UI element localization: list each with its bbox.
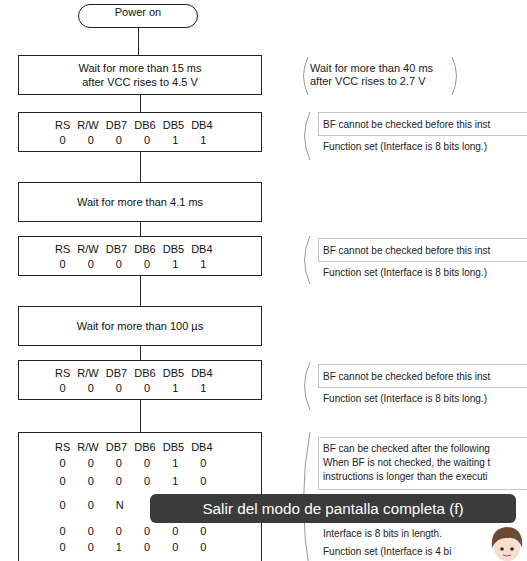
register-bits: 0 0 0 0 1 0: [60, 457, 207, 470]
avatar-icon: [492, 527, 522, 561]
instruction-box: RS R/W DB7 DB6 DB5 DB4 0 0 0 0 1 1: [18, 112, 262, 152]
note-frame: [319, 113, 527, 136]
bracket: [452, 57, 457, 95]
register-header: RS R/W DB7 DB6 DB5 DB4: [55, 243, 213, 256]
register-header: RS R/W DB7 DB6 DB5 DB4: [55, 441, 213, 454]
bracket: [305, 236, 311, 284]
instruction-box: RS R/W DB7 DB6 DB5 DB4 0 0 0 0 1 1: [18, 360, 262, 400]
note-text: instructions is longer than the executi: [323, 470, 488, 483]
register-bits: 0 0 0 0 0 0: [60, 525, 207, 538]
flow-line: [140, 152, 141, 182]
fullscreen-tooltip: Salir del modo de pantalla completa (f): [150, 494, 516, 523]
register-header: RS R/W DB7 DB6 DB5 DB4: [55, 119, 213, 132]
note-text: Function set (Interface is 8 bits long.): [323, 140, 487, 153]
process-box: Wait for more than 4.1 ms: [18, 182, 262, 222]
note-text: Function set (Interface is 4 bi: [323, 545, 451, 558]
note-text: Interface is 8 bits in length.: [323, 527, 442, 540]
step-text: Wait for more than 4.1 ms: [77, 195, 203, 209]
terminal-label: Power on: [79, 5, 197, 19]
register-header: RS R/W DB7 DB6 DB5 DB4: [55, 367, 213, 380]
flow-line: [140, 276, 141, 306]
note-text: BF cannot be checked before this inst: [323, 118, 490, 131]
note-text: Wait for more than 40 ms after VCC rises…: [310, 62, 450, 88]
note-text: BF can be checked after the following: [323, 442, 490, 455]
instruction-box: RS R/W DB7 DB6 DB5 DB4 0 0 0 0 1 1: [18, 236, 262, 276]
terminal-box: Power on: [78, 4, 198, 28]
step-text: Wait for more than 15 ms after VCC rises…: [70, 61, 210, 89]
bracket: [305, 362, 311, 410]
note-text: BF cannot be checked before this inst: [323, 370, 490, 383]
flow-line: [140, 222, 141, 236]
register-bits: 0 0 1 0 0 0: [60, 541, 207, 554]
flow-line: [140, 95, 141, 112]
register-bits: 0 0 0 0 1 1: [60, 258, 207, 271]
note-frame: [319, 239, 527, 262]
flow-line: [140, 346, 141, 360]
register-bits: 0 0 N: [60, 499, 124, 512]
register-bits: 0 0 0 0 1 1: [60, 382, 207, 395]
step-text: Wait for more than 100 µs: [77, 319, 203, 333]
note-text: When BF is not checked, the waiting t: [323, 456, 490, 469]
note-frame: [319, 438, 527, 490]
register-bits: 0 0 0 0 1 1: [60, 134, 207, 147]
flow-line: [138, 28, 139, 55]
note-text: Function set (Interface is 8 bits long.): [323, 266, 487, 279]
flow-line: [140, 400, 141, 432]
bracket: [304, 57, 309, 95]
bracket: [305, 112, 311, 160]
note-text: BF cannot be checked before this inst: [323, 244, 490, 257]
process-box: Wait for more than 100 µs: [18, 306, 262, 346]
note-frame: [319, 365, 527, 388]
process-box: Wait for more than 15 ms after VCC rises…: [18, 55, 262, 95]
note-text: Function set (Interface is 8 bits long.): [323, 392, 487, 405]
register-bits: 0 0 0 0 1 0: [60, 475, 207, 488]
